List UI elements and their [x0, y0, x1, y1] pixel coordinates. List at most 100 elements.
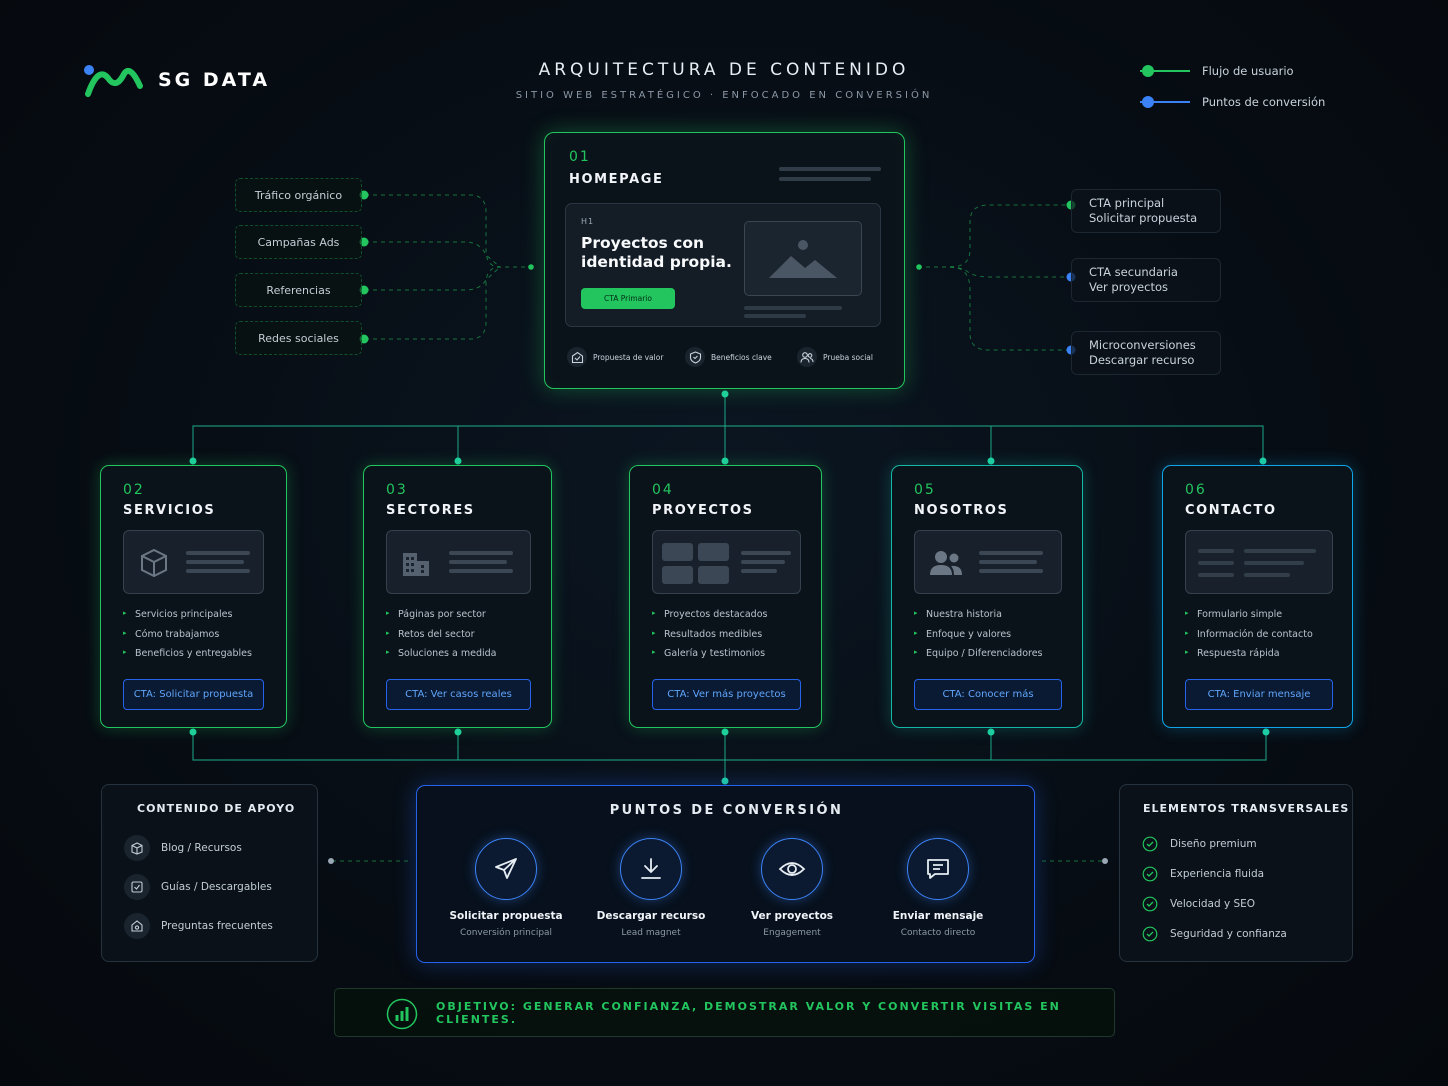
cube-icon — [141, 548, 167, 578]
hero-heading-line: Proyectos con — [581, 234, 705, 252]
legend-conversion: Puntos de conversión — [1140, 95, 1370, 109]
eye-icon — [761, 838, 823, 900]
team-icon — [930, 551, 962, 575]
cta-principal: CTA principal Solicitar propuesta — [1071, 189, 1221, 233]
cta-primary-button[interactable]: CTA Primario — [581, 288, 675, 309]
traffic-source: Campañas Ads — [235, 225, 362, 259]
panel-title: PUNTOS DE CONVERSIÓN — [609, 803, 844, 818]
section-title: PROYECTOS — [652, 503, 754, 518]
section-number: 03 — [386, 482, 408, 498]
section-title: NOSOTROS — [914, 503, 1009, 518]
conversion-sub: Conversión principal — [459, 928, 553, 938]
check-circle-icon — [1142, 836, 1158, 852]
cta-title: CTA principal — [1089, 196, 1165, 210]
check-circle-icon — [1142, 866, 1158, 882]
conversion-sub: Engagement — [763, 928, 821, 938]
transversal-item: Diseño premium — [1142, 836, 1257, 852]
section-number: 06 — [1185, 482, 1207, 498]
cta-secundaria: CTA secundaria Ver proyectos — [1071, 258, 1221, 302]
sg-wave-logo-icon — [84, 65, 143, 97]
panel-title: ELEMENTOS TRANSVERSALES — [1143, 802, 1350, 815]
list-item: Respuesta rápida — [1185, 648, 1313, 668]
transversal-label: Velocidad y SEO — [1170, 898, 1256, 910]
cta-button-ver-casos-reales[interactable]: CTA: Ver casos reales — [386, 679, 531, 710]
section-number: 02 — [123, 482, 145, 498]
homepage-title: HOMEPAGE — [569, 172, 664, 187]
section-card-servicios[interactable]: 02 SERVICIOS Servicios principales Cómo … — [100, 465, 287, 728]
box-open-icon — [124, 835, 150, 861]
section-card-sectores[interactable]: 03 SECTORES Páginas por sector Retos del… — [363, 465, 552, 728]
page-title: ARQUITECTURA DE CONTENIDO — [538, 60, 910, 80]
hero-heading: Proyectos con identidad propia. — [581, 234, 732, 272]
support-content-panel: CONTENIDO DE APOYO Blog / Recursos Guías… — [101, 784, 318, 962]
legend-user-flow: Flujo de usuario — [1140, 64, 1370, 78]
list-item: Beneficios y entregables — [123, 648, 252, 668]
support-item-label: Blog / Recursos — [161, 842, 242, 854]
list-item: Cómo trabajamos — [123, 629, 252, 649]
transversal-label: Seguridad y confianza — [1170, 928, 1287, 940]
check-circle-icon — [1142, 896, 1158, 912]
feature-label: Beneficios clave — [711, 352, 772, 362]
feature-label: Propuesta de valor — [593, 352, 664, 362]
cta-microconversiones: Microconversiones Descargar recurso — [1071, 331, 1221, 375]
cta-button-solicitar-propuesta[interactable]: CTA: Solicitar propuesta — [123, 679, 264, 710]
conversion-descargar-recurso[interactable]: Descargar recurso Lead magnet — [576, 838, 726, 938]
header: ARQUITECTURA DE CONTENIDO SITIO WEB ESTR… — [424, 60, 1024, 101]
support-item-guias[interactable]: Guías / Descargables — [124, 874, 272, 900]
feature-label: Prueba social — [823, 352, 873, 362]
panel-title: CONTENIDO DE APOYO — [137, 802, 296, 815]
section-title: SECTORES — [386, 503, 475, 518]
section-title: CONTACTO — [1185, 503, 1277, 518]
users-icon — [797, 347, 817, 367]
hero-heading-line: identidad propia. — [581, 253, 732, 271]
feature-value-prop: Propuesta de valor — [567, 347, 663, 367]
hero-tag: H1 — [581, 217, 595, 226]
support-item-label: Guías / Descargables — [161, 881, 272, 893]
homepage-card[interactable]: 01 HOMEPAGE H1 Proyectos con identidad p… — [544, 132, 905, 389]
transversal-elements-panel: ELEMENTOS TRANSVERSALES Diseño premium E… — [1119, 784, 1353, 962]
conversion-label: Ver proyectos — [750, 910, 834, 922]
section-list: Páginas por sector Retos del sector Solu… — [386, 609, 496, 668]
list-item: Servicios principales — [123, 609, 252, 629]
conversion-label: Enviar mensaje — [892, 910, 984, 922]
image-placeholder-icon — [744, 221, 862, 296]
transversal-item: Experiencia fluida — [1142, 866, 1264, 882]
section-card-nosotros[interactable]: 05 NOSOTROS Nuestra historia Enfoque y v… — [891, 465, 1083, 728]
support-item-blog[interactable]: Blog / Recursos — [124, 835, 242, 861]
list-item: Retos del sector — [386, 629, 496, 649]
legend-label: Flujo de usuario — [1202, 64, 1294, 78]
send-icon — [475, 838, 537, 900]
section-list: Nuestra historia Enfoque y valores Equip… — [914, 609, 1043, 668]
hero-preview: H1 Proyectos con identidad propia. CTA P… — [565, 203, 881, 327]
transversal-label: Diseño premium — [1170, 838, 1257, 850]
section-title: SERVICIOS — [123, 503, 216, 518]
cta-title: CTA secundaria — [1089, 265, 1178, 279]
cta-button-conocer-mas[interactable]: CTA: Conocer más — [914, 679, 1062, 710]
list-item: Soluciones a medida — [386, 648, 496, 668]
checkbox-icon — [124, 874, 150, 900]
support-item-label: Preguntas frecuentes — [161, 920, 273, 932]
section-card-proyectos[interactable]: 04 PROYECTOS Proyectos destacados Result… — [629, 465, 822, 728]
list-item: Información de contacto — [1185, 629, 1313, 649]
section-thumbnail — [123, 530, 264, 594]
conversion-ver-proyectos[interactable]: Ver proyectos Engagement — [717, 838, 867, 938]
conversion-label: Descargar recurso — [596, 910, 706, 922]
bar-chart-icon — [386, 998, 418, 1030]
section-list: Servicios principales Cómo trabajamos Be… — [123, 609, 252, 668]
cta-button-enviar-mensaje[interactable]: CTA: Enviar mensaje — [1185, 679, 1333, 710]
objective-banner: OBJETIVO: GENERAR CONFIANZA, DEMOSTRAR V… — [334, 988, 1115, 1037]
brand[interactable]: SG DATA — [82, 60, 270, 100]
homepage-number: 01 — [569, 149, 591, 165]
conversion-enviar-mensaje[interactable]: Enviar mensaje Contacto directo — [863, 838, 1013, 938]
envelope-check-icon — [567, 347, 587, 367]
cta-title: Microconversiones — [1089, 338, 1196, 352]
feature-benefits: Beneficios clave — [685, 347, 772, 367]
conversion-solicitar-propuesta[interactable]: Solicitar propuesta Conversión principal — [431, 838, 581, 938]
support-item-faq[interactable]: Preguntas frecuentes — [124, 913, 273, 939]
cta-button-ver-mas-proyectos[interactable]: CTA: Ver más proyectos — [652, 679, 801, 710]
section-card-contacto[interactable]: 06 CONTACTO Formulario simple Informació… — [1162, 465, 1353, 728]
list-item: Galería y testimonios — [652, 648, 767, 668]
building-icon — [403, 553, 429, 576]
check-circle-icon — [1142, 926, 1158, 942]
feature-social-proof: Prueba social — [797, 347, 873, 367]
